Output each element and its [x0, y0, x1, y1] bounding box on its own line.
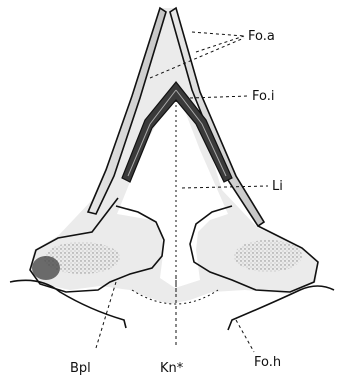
label-li: Li [272, 179, 283, 194]
label-fo-i: Fo.i [252, 89, 274, 104]
label-bpl: Bpl [70, 361, 91, 376]
stipple-right [234, 240, 302, 272]
label-fo-a: Fo.a [248, 29, 275, 44]
dark-spot-left [32, 256, 60, 280]
label-fo-h: Fo.h [254, 355, 281, 370]
label-kn: Kn* [160, 361, 184, 376]
